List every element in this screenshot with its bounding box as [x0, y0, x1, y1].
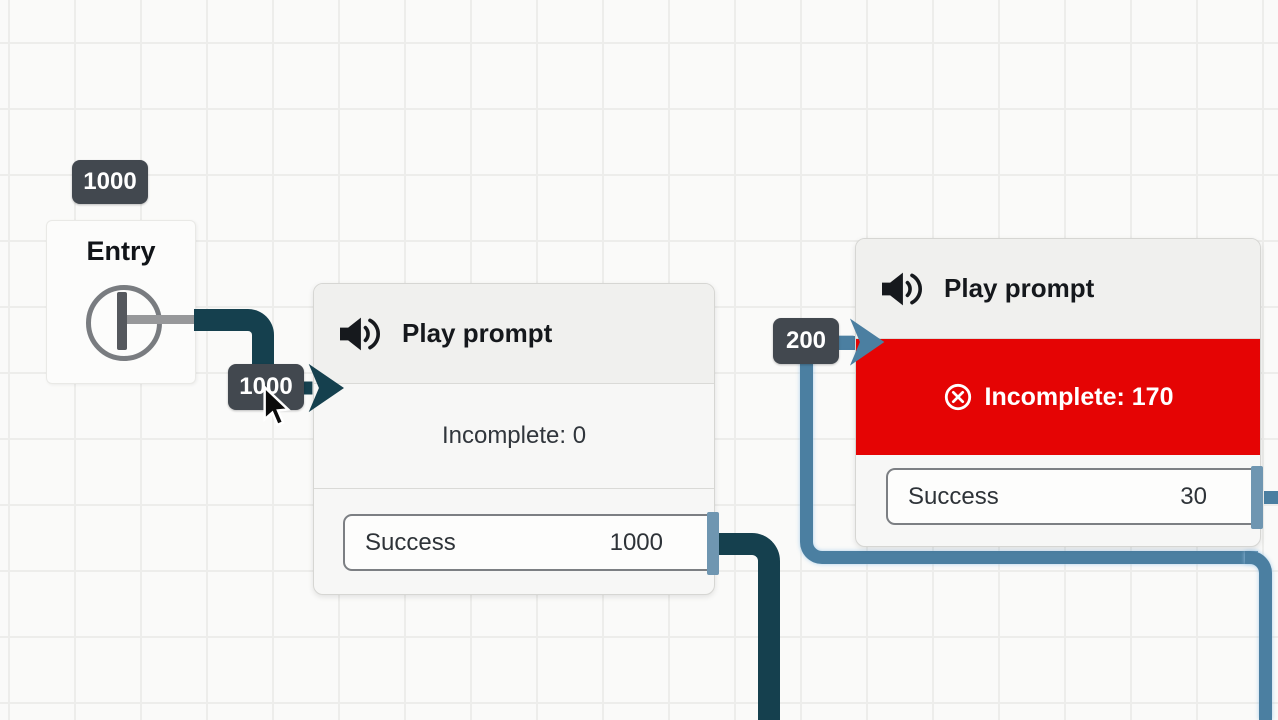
node2-error-banner: Incomplete: 170 [856, 339, 1260, 455]
node2-header: Play prompt [856, 239, 1260, 339]
edge-node2-success-out[interactable] [1264, 491, 1278, 504]
node2-error-text: Incomplete: 170 [984, 382, 1174, 411]
branch-label: Success [365, 528, 456, 556]
entry-point-icon-bar [117, 292, 127, 350]
node1-success-port[interactable] [707, 512, 719, 575]
entry-count-badge: 1000 [72, 160, 148, 204]
node1-incomplete-status: Incomplete: 0 [314, 384, 714, 489]
play-prompt-node-2[interactable]: Play prompt Incomplete: 170 Success 30 [855, 238, 1263, 547]
branch-count: 30 [1180, 482, 1207, 510]
branch-count: 1000 [609, 528, 663, 556]
entry-node-title: Entry [86, 236, 156, 266]
node1-title: Play prompt [402, 318, 553, 348]
node2-title: Play prompt [944, 273, 1095, 303]
speaker-icon [882, 272, 922, 305]
entry-node[interactable]: Entry [46, 220, 196, 384]
play-prompt-node-1[interactable]: Play prompt Incomplete: 0 Success 1000 [313, 283, 719, 595]
edge-node1-success-out[interactable] [716, 533, 780, 720]
node1-header: Play prompt [314, 284, 714, 384]
entry-output-stub [127, 315, 196, 324]
speaker-icon [340, 317, 380, 350]
edge-count-badge-200: 200 [773, 318, 839, 364]
mouse-cursor [263, 386, 291, 427]
edge-to-node2-segment-right[interactable] [1245, 551, 1272, 720]
node1-success-branch[interactable]: Success 1000 [343, 512, 719, 575]
node2-success-port[interactable] [1251, 466, 1263, 529]
edge-to-node2-segment-left[interactable] [800, 340, 1258, 564]
node2-success-branch[interactable]: Success 30 [886, 466, 1263, 529]
branch-label: Success [908, 482, 999, 510]
circle-x-icon [944, 383, 971, 411]
